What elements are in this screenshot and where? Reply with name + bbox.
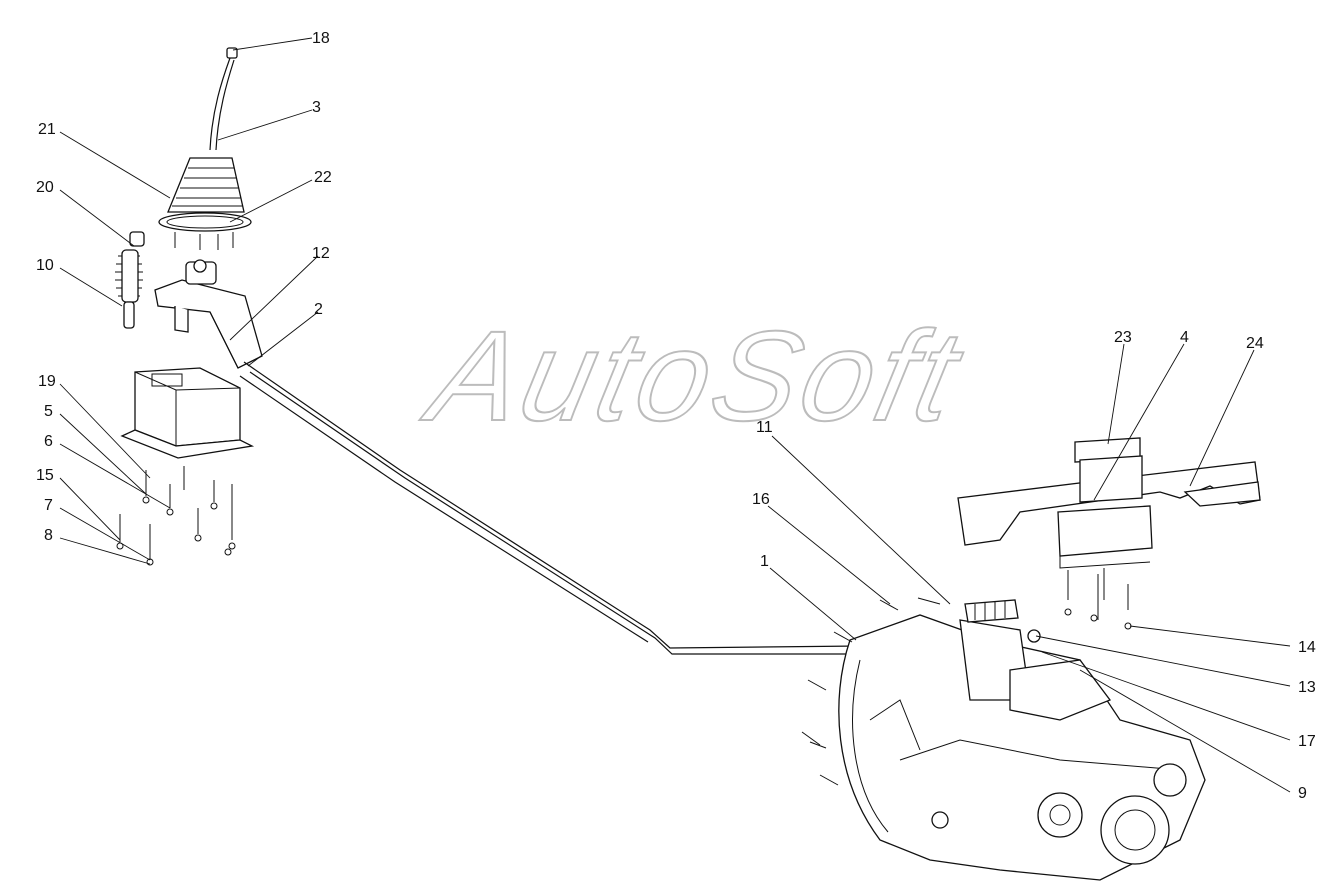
gear-lever-assembly xyxy=(115,47,263,369)
callout-23: 23 xyxy=(1114,329,1132,346)
gearbox-bolts xyxy=(801,597,941,786)
crossmember-bolts xyxy=(1064,568,1132,630)
callout-14: 14 xyxy=(1298,639,1316,656)
callout-6: 6 xyxy=(44,433,53,450)
leader-lines xyxy=(59,37,1291,793)
crossmember-assembly xyxy=(957,437,1261,569)
callout-24: 24 xyxy=(1246,335,1264,352)
lever-mount-bracket xyxy=(154,259,263,369)
callout-19: 19 xyxy=(38,373,56,390)
gearbox-unit xyxy=(838,599,1206,881)
callout-5: 5 xyxy=(44,403,53,420)
gear-lever xyxy=(209,57,231,151)
watermark-text: AutoSoft xyxy=(413,305,974,447)
lever-boot xyxy=(167,157,245,213)
callout-9: 9 xyxy=(1298,785,1307,802)
callout-11: 11 xyxy=(756,419,773,436)
ring-screws xyxy=(174,232,234,250)
callout-22: 22 xyxy=(314,169,332,186)
callout-8: 8 xyxy=(44,527,53,544)
lever-pedestal xyxy=(120,367,255,459)
callout-1: 1 xyxy=(760,553,769,570)
callout-2: 2 xyxy=(314,301,323,318)
callout-10: 10 xyxy=(36,257,54,274)
pedestal-fasteners xyxy=(116,466,236,566)
callout-15: 15 xyxy=(36,467,54,484)
callout-18: 18 xyxy=(312,30,330,47)
callout-16: 16 xyxy=(752,491,770,508)
spring-damper xyxy=(115,231,145,329)
lever-cap xyxy=(226,47,238,59)
callout-3: 3 xyxy=(312,99,321,116)
callout-21: 21 xyxy=(38,121,56,138)
callout-labels: 18 3 21 22 20 10 12 2 19 5 6 15 7 8 23 4… xyxy=(36,30,1316,802)
callout-20: 20 xyxy=(36,179,54,196)
callout-13: 13 xyxy=(1298,679,1316,696)
callout-4: 4 xyxy=(1180,329,1189,346)
callout-12: 12 xyxy=(312,245,330,262)
callout-17: 17 xyxy=(1298,733,1316,750)
callout-7: 7 xyxy=(44,497,53,514)
